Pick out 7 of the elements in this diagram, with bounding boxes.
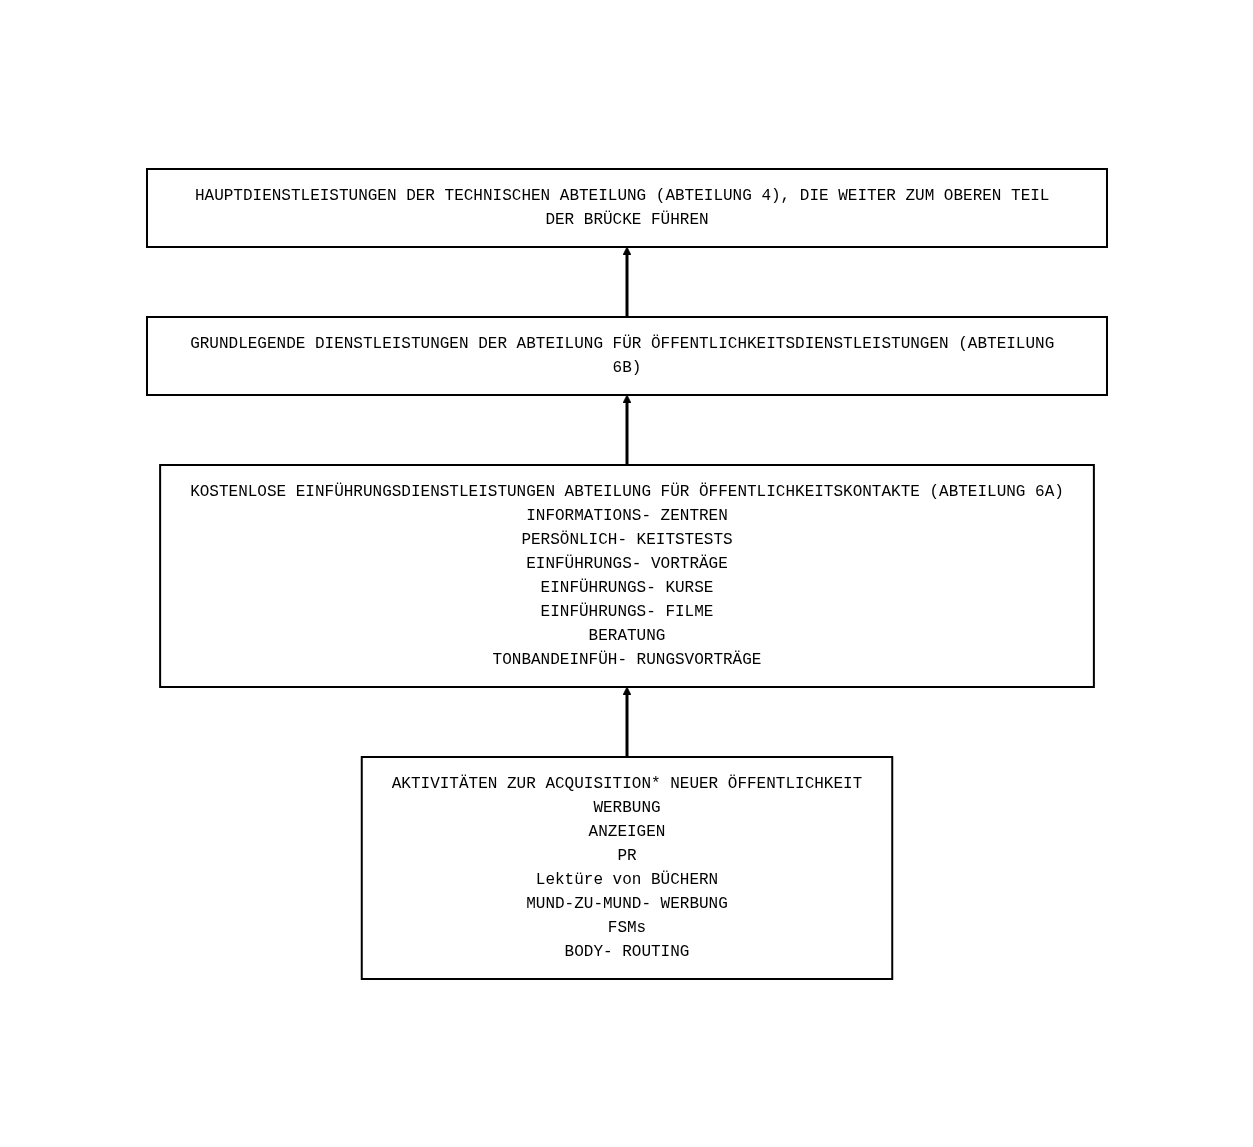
node-box: HAUPTDIENSTLEISTUNGEN DER TECHNISCHEN ABTEILUNG (ABTEILUNG 4), DIE WEITER ZUM OBEREN TEIL DER BRÜCKE FÜHREN — [145, 167, 1108, 248]
node-box: KOSTENLOSE EINFÜHRUNGSDIENSTLEISTUNGEN ABTEILUNG FÜR ÖFFENTLICHKEITSKONTAKTE (ABTEILUNG 6A) INFORMATIONS- ZENTREN PERSÖNLICH- KEITSTESTS EINFÜHRUNGS- VORTRÄGE EINFÜHRUNGS- KURSE EINFÜHRUNGS- FILME BERATUNG TONBANDEINFÜH- RUNGSVORTRÄGE — [158, 463, 1095, 688]
arrow — [622, 686, 631, 757]
arrow — [622, 394, 631, 465]
node-box: AKTIVITÄTEN ZUR ACQUISITION* NEUER ÖFFENTLICHKEIT WERBUNG ANZEIGEN PR Lektüre von BÜCHERN MUND-ZU-MUND- WERBUNG FSMs BODY- ROUTING — [360, 755, 893, 980]
arrow — [622, 246, 631, 317]
node-box: GRUNDLEGENDE DIENSTLEISTUNGEN DER ABTEILUNG FÜR ÖFFENTLICHKEITSDIENSTLEISTUNGEN (ABTEILUNG 6B) — [145, 315, 1108, 396]
